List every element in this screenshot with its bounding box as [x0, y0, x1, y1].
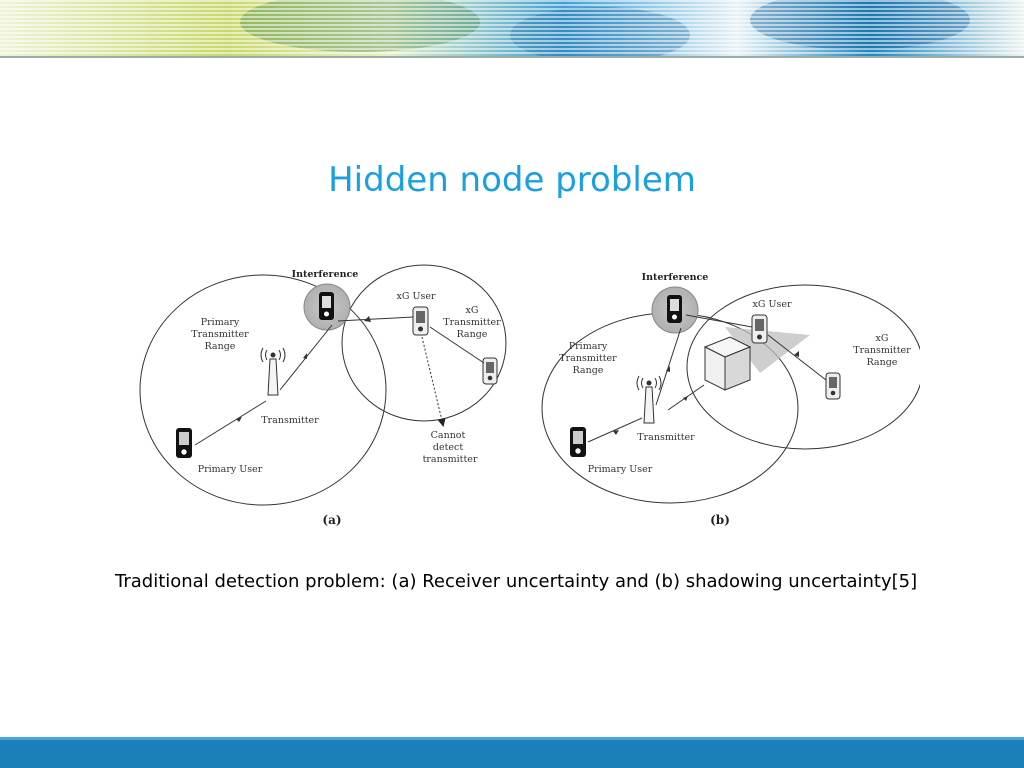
xg-range-label-2: Transmitter	[443, 317, 501, 328]
bottom-bar	[0, 737, 1024, 768]
figure-caption: Traditional detection problem: (a) Recei…	[115, 571, 918, 592]
primary-user-phone-icon	[570, 427, 586, 457]
cannot-detect-label-1: Cannot	[431, 430, 466, 441]
xg-range-circle	[341, 264, 507, 422]
xg-range-label-1: xG	[876, 333, 889, 344]
xg-user-label: xG User	[396, 291, 435, 302]
primary-range-circle	[139, 274, 387, 506]
transmitter-tower-icon	[636, 375, 662, 424]
interference-phone-icon	[667, 295, 682, 323]
xg-range-label-1: xG	[466, 305, 479, 316]
xg-range-circle	[686, 284, 920, 450]
primary-user-label: Primary User	[198, 464, 263, 475]
xg-user-label: xG User	[752, 299, 791, 310]
xg-range-label-3: Range	[867, 357, 898, 368]
cannot-detect-label-3: transmitter	[423, 454, 478, 465]
transmitter-tower-icon	[260, 347, 286, 396]
interference-label: Interference	[642, 272, 709, 283]
shadow-region	[725, 327, 810, 373]
xg-transmitter-phone-icon	[825, 372, 841, 400]
primary-user-label: Primary User	[588, 464, 653, 475]
interference-phone-icon	[319, 292, 334, 320]
primary-range-label-2: Transmitter	[191, 329, 249, 340]
panel-b: Interference xG User xG Transmitter Rang…	[541, 272, 920, 527]
xg-user-phone-icon	[751, 314, 768, 344]
primary-user-phone-icon	[176, 428, 192, 458]
top-banner	[0, 0, 1024, 58]
transmitter-label: Transmitter	[637, 432, 695, 443]
xg-user-phone-icon	[412, 306, 429, 336]
panel-a-caption: (a)	[322, 513, 341, 527]
cannot-detect-label-2: detect	[433, 442, 463, 453]
xg-range-label-2: Transmitter	[853, 345, 911, 356]
slide-title: Hidden node problem	[328, 160, 696, 200]
interference-label: Interference	[292, 269, 359, 280]
transmitter-label: Transmitter	[261, 415, 319, 426]
hidden-node-diagram: Interference xG User xG Transmitter Rang…	[120, 255, 920, 545]
panel-b-caption: (b)	[710, 513, 730, 527]
obstacle-building-icon	[703, 336, 752, 391]
primary-range-label-1: Primary	[569, 341, 608, 352]
xg-range-label-3: Range	[457, 329, 488, 340]
primary-range-label-3: Range	[573, 365, 604, 376]
bottom-bar-edge	[0, 737, 1024, 740]
primary-range-label-1: Primary	[201, 317, 240, 328]
panel-a: Interference xG User xG Transmitter Rang…	[139, 264, 507, 527]
xg-transmitter-phone-icon	[482, 357, 498, 385]
primary-range-label-2: Transmitter	[559, 353, 617, 364]
primary-range-label-3: Range	[205, 341, 236, 352]
